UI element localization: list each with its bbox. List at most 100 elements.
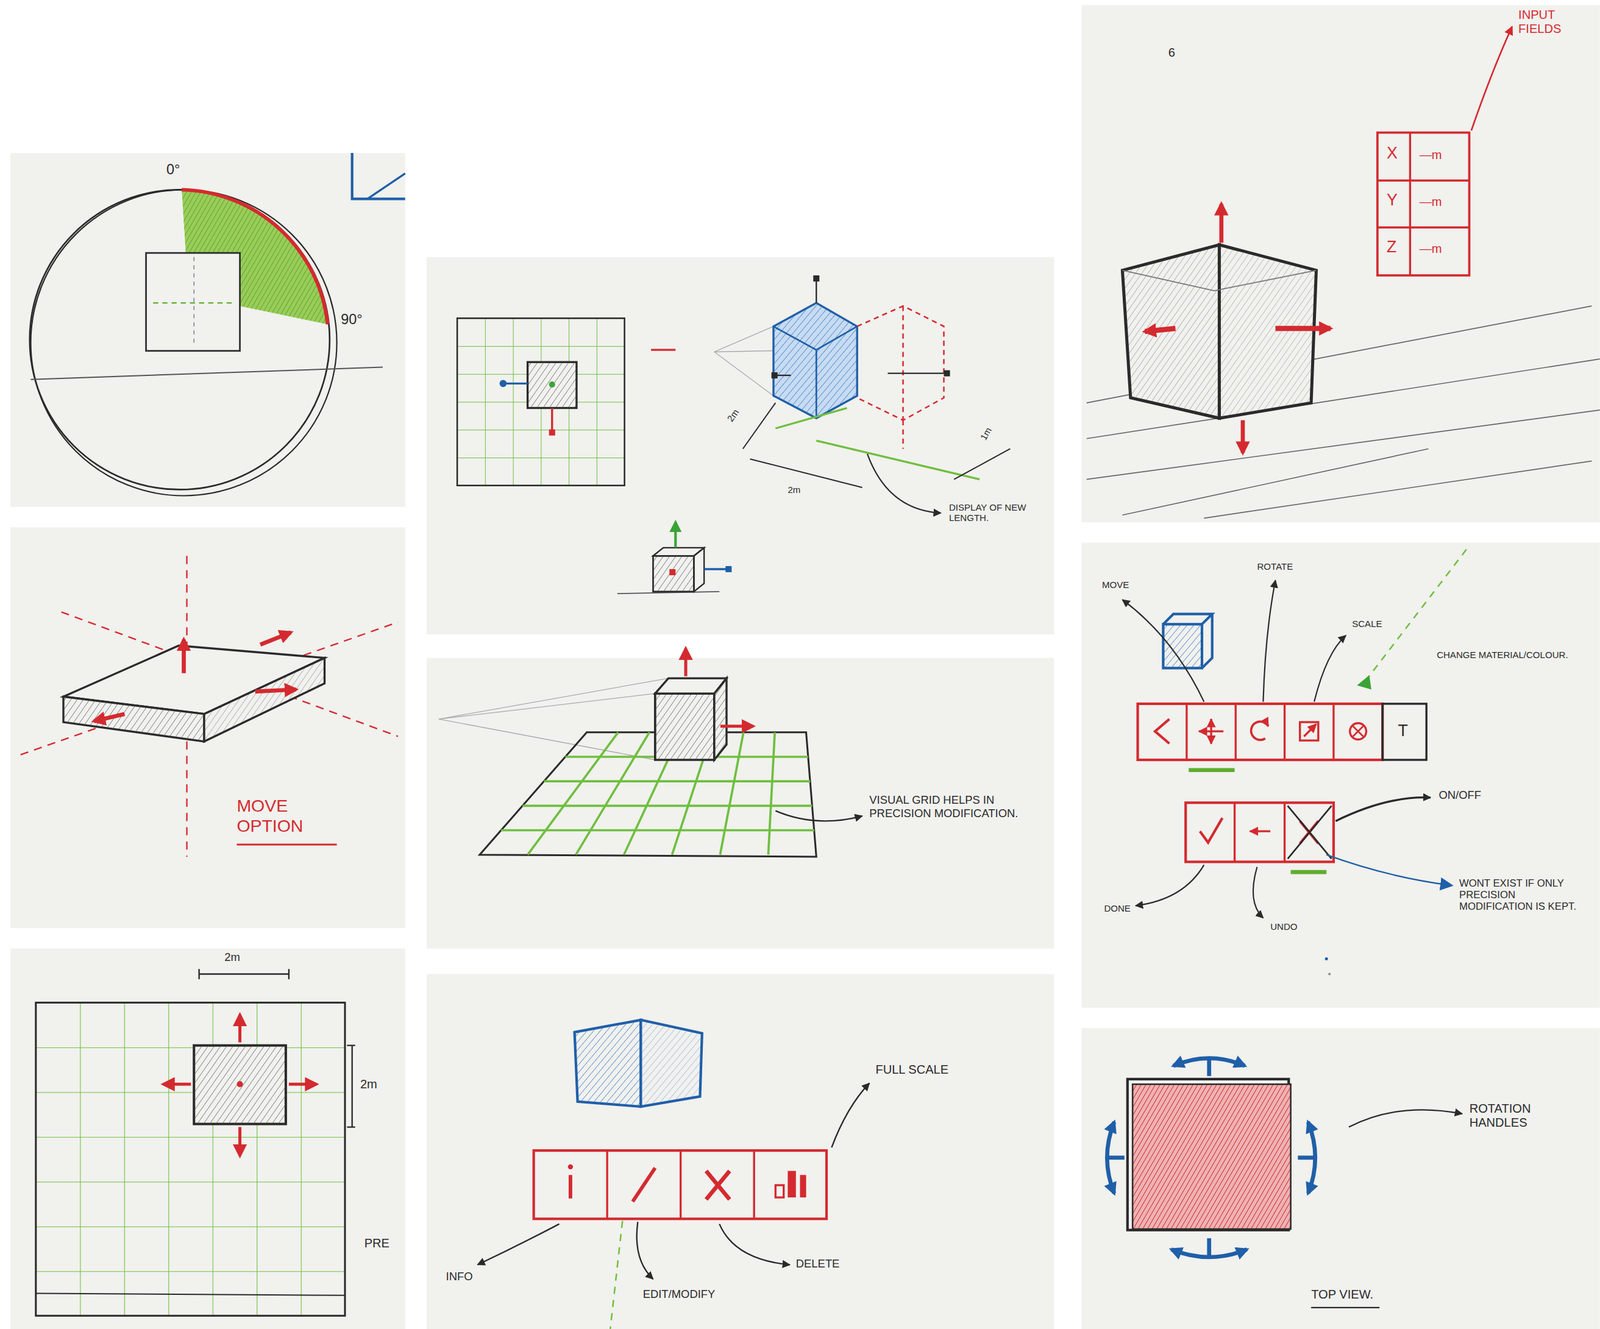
button-label: MOVE	[1102, 579, 1129, 591]
scale-sketch	[693, 547, 704, 592]
scale-sketch	[944, 370, 951, 377]
rotation-handles-sketch	[1132, 1084, 1291, 1230]
visual-grid-sketch	[438, 678, 669, 761]
toolbar-sketch	[1198, 719, 1224, 744]
visual-grid-sketch	[438, 678, 669, 720]
photo-panel	[426, 974, 1054, 1329]
photo-panel	[1081, 1028, 1600, 1329]
table-cell: —m	[1419, 241, 1443, 256]
table-cell: —m	[1419, 195, 1443, 210]
move-option-sketch	[63, 696, 205, 742]
view-title: TOP VIEW.	[1311, 1287, 1374, 1302]
object-menu-sketch	[632, 1168, 656, 1202]
input-fields-sketch	[1122, 270, 1316, 291]
toolbar-sketch	[1382, 704, 1427, 761]
scale-sketch	[773, 302, 857, 419]
rotation-dial-sketch	[352, 152, 406, 199]
visual-grid-sketch	[501, 829, 815, 832]
object-menu-sketch	[787, 1171, 796, 1199]
object-menu-sketch	[568, 1164, 573, 1170]
scale-sketch	[527, 362, 577, 408]
button-label: DONE	[1103, 903, 1131, 914]
object-menu-sketch	[477, 1224, 560, 1266]
scale-sketch	[887, 372, 944, 374]
move-option-sketch	[181, 639, 186, 673]
rotation-handles-sketch	[1348, 1109, 1463, 1128]
toolbar-sketch	[1162, 624, 1202, 669]
input-fields-sketch	[1144, 328, 1176, 332]
input-fields-sketch	[1240, 420, 1246, 454]
toolbar-sketch	[1137, 704, 1384, 761]
input-fields-sketch	[1086, 26, 1600, 519]
precision-grid-sketch	[35, 1293, 345, 1296]
toolbar-sketch	[1251, 721, 1269, 740]
move-option-sketch	[204, 658, 325, 742]
input-fields-sketch	[1122, 448, 1429, 516]
callout-note: VISUAL GRID HELPS IN PRECISION MODIFICAT…	[869, 793, 1023, 820]
toolbar-sketch	[1303, 724, 1316, 737]
object-menu-sketch	[477, 1020, 870, 1329]
toolbar-sketch	[1262, 580, 1276, 702]
visual-grid-sketch	[720, 724, 754, 728]
rotation-dial-sketch	[193, 257, 195, 347]
visual-grid-sketch	[684, 649, 688, 677]
toolbar-sketch	[1135, 864, 1204, 906]
button-label: FULL SCALE	[875, 1063, 949, 1078]
visual-grid-sketch	[655, 693, 715, 761]
object-menu-sketch	[574, 1020, 642, 1107]
move-option-sketch	[204, 658, 325, 742]
button-icon-letter: T	[1398, 721, 1408, 741]
scale-sketch	[652, 555, 694, 592]
dimension-label: 2m	[787, 484, 801, 495]
visual-grid-sketch	[576, 732, 650, 856]
table-cell: Z	[1386, 237, 1397, 257]
move-option-sketch	[20, 555, 399, 857]
scale-sketch	[505, 382, 528, 385]
table-cell: —m	[1419, 148, 1443, 163]
scale-sketch	[551, 408, 553, 431]
photo-panel	[10, 152, 406, 508]
photo-panel	[426, 257, 1054, 635]
photo-panel	[10, 527, 406, 929]
photo-panel	[10, 4, 1600, 1329]
visual-grid-sketch	[714, 678, 727, 761]
visual-grid-sketch	[438, 649, 863, 857]
toolbar-sketch	[1122, 545, 1469, 976]
toolbar-sketch	[1200, 817, 1223, 843]
input-fields-sketch	[1122, 245, 1220, 419]
rotation-handles-sketch	[1311, 1307, 1380, 1309]
object-menu-sketch	[640, 1020, 702, 1107]
rotation-handles-sketch	[1206, 1238, 1212, 1257]
scale-sketch	[867, 454, 942, 514]
precision-grid-sketch	[193, 1045, 286, 1125]
object-menu-sketch	[533, 1150, 827, 1220]
toolbar-sketch	[1209, 743, 1212, 745]
rotation-dial-sketch	[367, 173, 406, 200]
scale-sketch	[704, 568, 727, 570]
photo-panel	[1081, 4, 1600, 523]
object-menu-sketch	[574, 1020, 642, 1107]
toolbar-sketch	[1185, 802, 1334, 862]
button-label: UNDO	[1270, 921, 1298, 932]
toolbar-sketch	[1335, 797, 1431, 822]
toolbar-sketch	[1122, 599, 1204, 702]
callout-note: WONT EXIST IF ONLY PRECISION MODIFICATIO…	[1459, 877, 1587, 914]
angle-label: 90°	[340, 311, 363, 328]
toolbar-sketch	[1250, 830, 1271, 832]
visual-grid-sketch	[655, 693, 715, 761]
move-option-sketch	[20, 622, 399, 756]
rotation-dial-sketch	[152, 302, 235, 304]
move-option-sketch	[63, 696, 205, 742]
rotation-dial-sketch	[30, 367, 383, 380]
object-menu-sketch	[636, 1222, 654, 1280]
table-cell: Y	[1386, 190, 1398, 210]
scale-sketch	[549, 381, 556, 388]
rotation-handles-sketch	[1206, 1058, 1212, 1077]
rotation-dial-sketch	[181, 189, 328, 325]
visual-grid-sketch	[719, 732, 744, 856]
toolbar-sketch	[1300, 722, 1319, 741]
toolbar-sketch	[1353, 726, 1364, 737]
toolbar-sketch	[1209, 719, 1212, 721]
precision-grid-sketch	[288, 1083, 317, 1087]
